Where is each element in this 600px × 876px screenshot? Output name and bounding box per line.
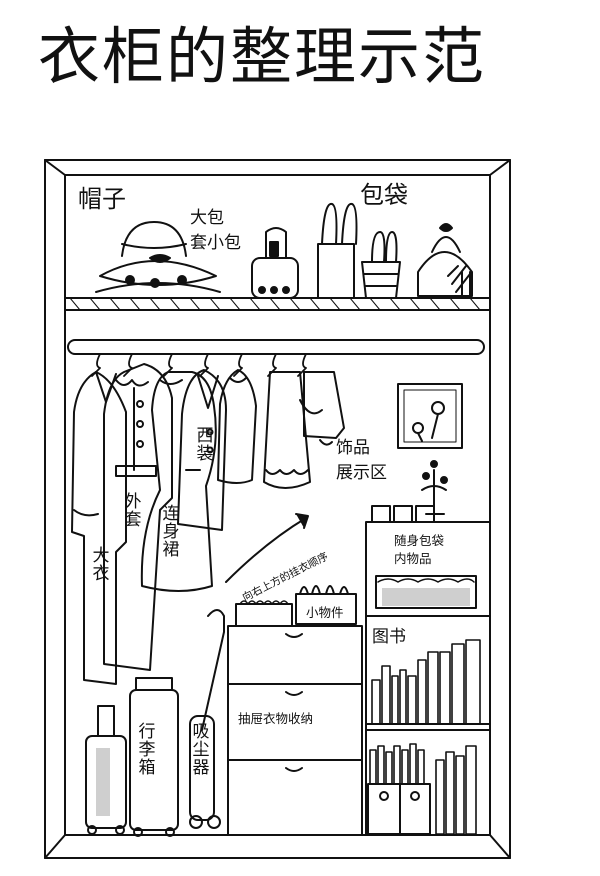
hanging-rod (67, 339, 485, 355)
books-icon (369, 639, 481, 835)
label-jacket: 外套 (120, 492, 141, 528)
handbag-icon (417, 223, 473, 297)
blouse-icon (217, 369, 257, 484)
basket-bag-icon (361, 231, 401, 299)
bag-icon (251, 227, 299, 299)
label-bag-cover: 大包 套小包 (190, 208, 241, 253)
bag-items-tray-icon (375, 575, 477, 609)
label-luggage: 行李箱 (134, 722, 155, 776)
flower-picture-icon (397, 383, 463, 449)
label-vacuum: 吸尘器 (188, 722, 209, 776)
skirt-icon (263, 371, 311, 489)
label-bags: 包袋 (360, 181, 408, 209)
dress-icon (140, 371, 217, 592)
small-boxes-icon (371, 505, 435, 523)
jacket-icon (103, 363, 173, 671)
hang-order-arrow (225, 513, 309, 583)
label-inner-bags: 随身包袋 内物品 (394, 533, 445, 566)
label-suit: 西装 (192, 426, 213, 462)
page-title: 衣柜的整理示范 (38, 20, 487, 93)
luggage-icon (85, 677, 179, 837)
top-shelf (64, 297, 491, 311)
coat-icon (71, 371, 127, 685)
label-hats: 帽子 (78, 185, 126, 213)
label-display: 饰品 展示区 (336, 438, 387, 483)
wardrobe-frame (44, 159, 511, 859)
label-dress: 连身裙 (158, 504, 179, 558)
vacuum-icon (189, 609, 225, 829)
storage-boxes-icon (367, 783, 431, 835)
hangers-icon (91, 353, 307, 377)
tote-bag-icon (317, 203, 358, 299)
label-small-items: 小物件 (306, 605, 344, 620)
suit-icon (177, 369, 227, 531)
small-items-basket-icon (235, 585, 357, 627)
top-icon (299, 371, 345, 446)
drawer-cabinet (227, 625, 363, 836)
label-drawer: 抽屉衣物收纳 (238, 711, 314, 726)
hat-icon (95, 221, 221, 293)
label-coat: 大衣 (88, 546, 109, 582)
label-books: 图书 (372, 627, 406, 647)
